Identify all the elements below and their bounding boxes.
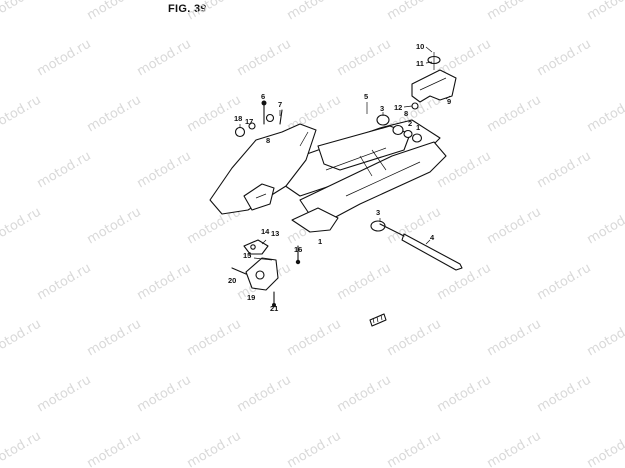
watermark-text: motod.ru xyxy=(185,429,244,468)
watermark-text: motod.ru xyxy=(335,373,394,416)
watermark-text: motod.ru xyxy=(385,429,444,468)
callout-11: 11 xyxy=(416,59,424,68)
watermark-text: motod.ru xyxy=(535,261,594,304)
callout-13: 13 xyxy=(271,229,279,238)
watermark-text: motod.ru xyxy=(135,37,194,80)
watermark-text: motod.ru xyxy=(85,0,144,23)
watermark-text: motod.ru xyxy=(285,429,344,468)
callout-20: 20 xyxy=(228,276,236,285)
watermark-text: motod.ru xyxy=(335,261,394,304)
watermark-text: motod.ru xyxy=(135,373,194,416)
callout-12: 12 xyxy=(394,103,402,112)
callout-3: 3 xyxy=(380,104,384,113)
watermark-text: motod.ru xyxy=(135,261,194,304)
watermark-text: motod.ru xyxy=(435,261,494,304)
watermark-text: motod.ru xyxy=(585,0,625,23)
callout-17: 17 xyxy=(245,117,253,126)
callout-7: 7 xyxy=(278,100,282,109)
watermark-text: motod.ru xyxy=(335,37,394,80)
watermark-text: motod.ru xyxy=(0,205,44,248)
watermark-text: motod.ru xyxy=(0,429,44,468)
pivot-shaft-part xyxy=(379,223,463,271)
bolts xyxy=(231,100,301,307)
watermark-text: motod.ru xyxy=(285,0,344,23)
callout-8b: 8 xyxy=(266,136,270,145)
callout-16: 16 xyxy=(294,245,302,254)
swingarm-frame xyxy=(209,119,447,233)
watermark-text: motod.ru xyxy=(485,317,544,360)
bushings-and-washers xyxy=(234,102,423,232)
watermark-text: motod.ru xyxy=(85,93,144,136)
callout-14: 14 xyxy=(261,227,270,236)
watermark-text: motod.ru xyxy=(435,373,494,416)
callout-5: 5 xyxy=(364,92,368,101)
watermark-text: motod.ru xyxy=(185,317,244,360)
watermark-text: motod.ru xyxy=(0,0,44,23)
watermark-text: motod.ru xyxy=(585,93,625,136)
figure-title: FIG. 39 xyxy=(168,3,207,15)
watermark-text: motod.ru xyxy=(235,37,294,80)
watermark-text: motod.ru xyxy=(585,429,625,468)
callout-18: 18 xyxy=(234,114,242,123)
watermark-text: motod.ru xyxy=(585,205,625,248)
watermark-text: motod.ru xyxy=(485,429,544,468)
callout-8: 8 xyxy=(404,109,408,118)
watermark-text: motod.ru xyxy=(485,93,544,136)
watermark-text: motod.ru xyxy=(485,205,544,248)
callout-1: 1 xyxy=(416,123,420,132)
watermark-text: motod.ru xyxy=(485,0,544,23)
watermark-text: motod.ru xyxy=(35,149,94,192)
callout-9: 9 xyxy=(447,97,451,106)
callout-labels: 10 11 12 9 5 3 8 2 1 6 7 18 17 8 3 4 14 … xyxy=(228,42,451,313)
callout-15: 15 xyxy=(243,251,251,260)
watermark-text: motod.ru xyxy=(85,317,144,360)
callout-2: 2 xyxy=(408,119,412,128)
watermark-text: motod.ru xyxy=(285,317,344,360)
front-direction-mark xyxy=(369,313,387,327)
watermark-text: motod.ru xyxy=(0,317,44,360)
watermark-text: motod.ru xyxy=(35,261,94,304)
chain-cover-part xyxy=(411,52,457,103)
leader-lines xyxy=(239,46,451,256)
callout-19: 19 xyxy=(247,293,255,302)
callout-3b: 3 xyxy=(376,208,380,217)
watermark-text: motod.ru xyxy=(85,205,144,248)
link-bracket-part xyxy=(243,239,279,291)
watermark-text: motod.ru xyxy=(85,429,144,468)
watermark-text: motod.ru xyxy=(385,0,444,23)
watermark-text: motod.ru xyxy=(585,317,625,360)
watermark-text: motod.ru xyxy=(385,317,444,360)
callout-21: 21 xyxy=(270,304,278,313)
watermark-text: motod.ru xyxy=(35,373,94,416)
watermark-text: motod.ru xyxy=(135,149,194,192)
watermark-text: motod.ru xyxy=(0,93,44,136)
callout-4: 4 xyxy=(430,233,435,242)
callout-6: 6 xyxy=(261,92,265,101)
watermark-text: motod.ru xyxy=(535,37,594,80)
callout-1b: 1 xyxy=(318,237,322,246)
watermark-text: motod.ru xyxy=(235,373,294,416)
callout-10: 10 xyxy=(416,42,424,51)
watermark-text: motod.ru xyxy=(185,0,244,23)
watermark-text: motod.ru xyxy=(535,149,594,192)
watermark-text: motod.ru xyxy=(535,373,594,416)
watermark-text: motod.ru xyxy=(35,37,94,80)
